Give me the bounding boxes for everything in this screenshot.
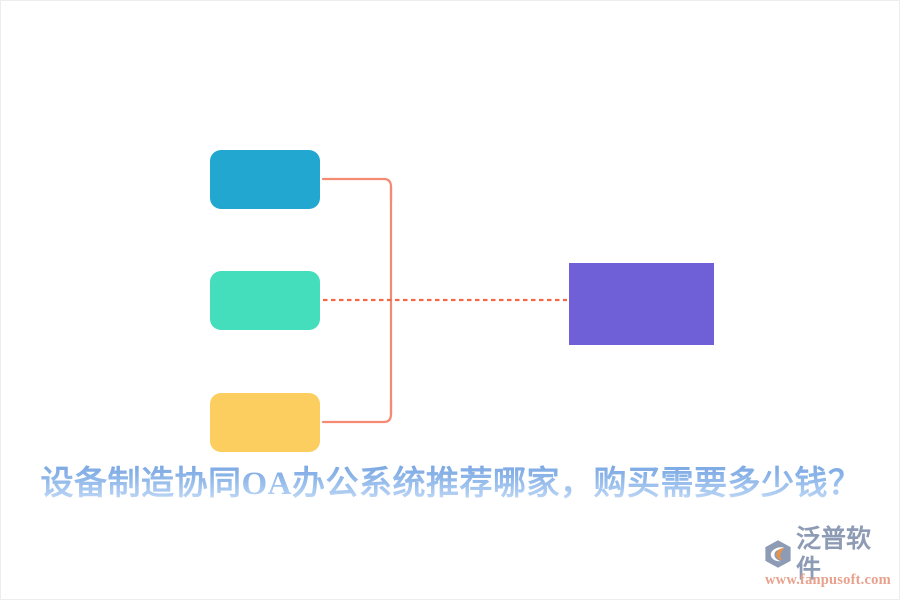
caption-title: 设备制造协同OA办公系统推荐哪家，购买需要多少钱？ bbox=[1, 456, 899, 504]
flowchart-node-purple[interactable] bbox=[569, 263, 714, 345]
logo-row: 泛普软件 bbox=[763, 525, 891, 583]
fanpu-hexagon-icon bbox=[765, 540, 791, 568]
flowchart-diagram bbox=[1, 1, 899, 461]
flowchart-connectors bbox=[321, 177, 567, 424]
flowchart-node-yellow[interactable] bbox=[210, 393, 320, 452]
flowchart-node-green[interactable] bbox=[210, 271, 320, 330]
connector-blue-to-trunk bbox=[321, 177, 393, 203]
logo-website-url: www.fanpusoft.com bbox=[765, 572, 891, 588]
connector-yellow-to-trunk bbox=[321, 399, 393, 424]
flowchart-node-blue[interactable] bbox=[210, 150, 320, 209]
logo-brand-name: 泛普软件 bbox=[796, 525, 872, 583]
brand-logo: 泛普软件 www.fanpusoft.com bbox=[763, 525, 891, 593]
